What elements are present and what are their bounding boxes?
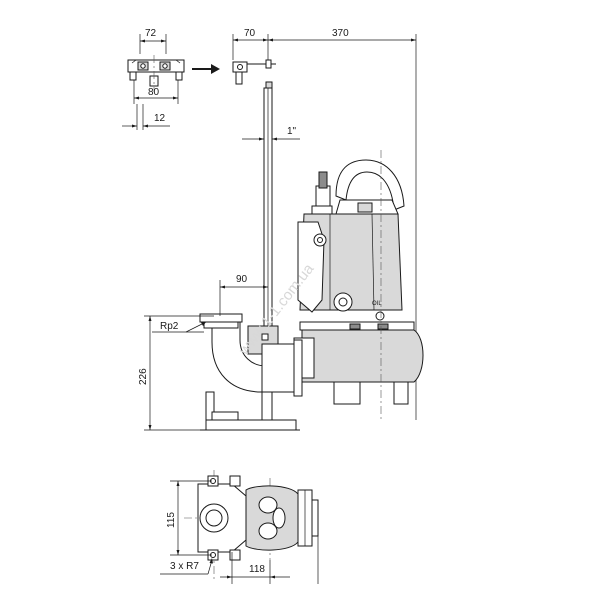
auto-coupling-side (199, 313, 303, 431)
base-plan-view (184, 470, 319, 580)
coupling-offset-dim: 90 (219, 274, 268, 316)
dim-pipe-1inch: 1" (287, 126, 297, 137)
dim-bracket-12: 12 (154, 113, 166, 124)
oil-label: OIL (372, 301, 382, 307)
dim-bolt-holes: 3 x R7 (170, 561, 199, 572)
dim-width-118: 118 (249, 564, 265, 575)
pump-body: OIL (293, 150, 424, 420)
base-depth-dim: 115 (166, 480, 212, 556)
dim-height-226: 226 (138, 368, 149, 385)
dim-coupling-90: 90 (236, 274, 248, 285)
bolt-hole-dim: 3 x R7 (160, 558, 213, 575)
pipe-size-dim: 1" (242, 126, 300, 141)
dim-bracket-72: 72 (145, 28, 157, 39)
dim-guide-70: 70 (244, 28, 256, 39)
dim-outlet-rp2: Rp2 (160, 321, 179, 332)
dim-reach-370: 370 (332, 28, 349, 39)
dim-depth-115: 115 (166, 512, 177, 528)
outlet-dims: Rp2 226 (138, 315, 214, 431)
upper-guide-holder (232, 59, 276, 89)
arrow-right-icon (192, 64, 220, 74)
guide-pipe (263, 87, 273, 327)
dim-bracket-80: 80 (148, 87, 160, 98)
upper-bracket-view: 72 80 12 (122, 28, 185, 130)
base-width-dim: 118 (220, 536, 319, 584)
